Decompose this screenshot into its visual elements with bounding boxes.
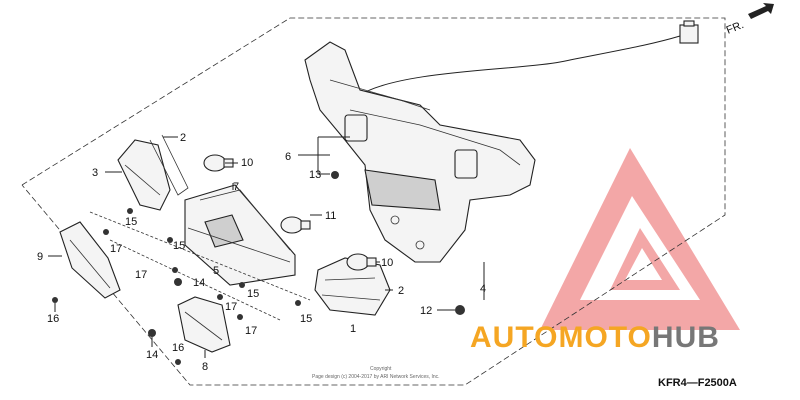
tail-light-lens	[184, 184, 296, 286]
callout-4: 4	[480, 283, 486, 295]
screw-15-icon	[239, 282, 245, 288]
callout-7: 7	[233, 181, 239, 193]
callout-2b: 2	[398, 285, 404, 297]
bulb-10-lower-icon	[346, 253, 377, 271]
assembly-outline	[21, 17, 726, 386]
screw-17-icon	[217, 294, 223, 300]
screw-15-icon	[295, 300, 301, 306]
side-reflector-left	[59, 221, 121, 299]
copyright-line-1: Copyright	[370, 366, 392, 372]
callout-5: 5	[213, 265, 219, 277]
copyright-line-2: Page design (c) 2004-2017 by ARI Network…	[312, 374, 440, 380]
left-turn-signal	[117, 134, 189, 211]
callout-15c: 15	[247, 288, 259, 300]
callout-3: 3	[92, 167, 98, 179]
callout-8: 8	[202, 361, 208, 373]
direction-label: FR.	[725, 19, 746, 37]
fasteners	[52, 171, 465, 365]
leader-lines	[48, 136, 485, 358]
callout-15d: 15	[300, 313, 312, 325]
callout-17a: 17	[110, 243, 122, 255]
callout-17c: 17	[225, 301, 237, 313]
watermark-brand-part2: HUB	[652, 321, 720, 354]
bolt-12-icon	[455, 305, 465, 315]
callout-2a: 2	[180, 132, 186, 144]
rear-reflector	[177, 296, 231, 353]
wire-harness	[359, 20, 699, 96]
screw-16-icon	[52, 297, 58, 303]
callout-9: 9	[37, 251, 43, 263]
watermark-logo	[540, 148, 740, 330]
nut-14-icon	[174, 278, 182, 286]
screw-15-icon	[167, 237, 173, 243]
callout-11: 11	[325, 210, 336, 222]
screw-17-icon	[237, 314, 243, 320]
callout-16b: 16	[172, 342, 184, 354]
rear-fender-bracket	[304, 41, 536, 263]
callout-10a: 10	[241, 157, 253, 169]
callout-6: 6	[285, 151, 291, 163]
callout-14a: 14	[193, 277, 205, 289]
screw-17-icon	[172, 267, 178, 273]
guide-lines	[89, 211, 311, 321]
callout-17b: 17	[135, 269, 147, 281]
nut-14-icon	[148, 329, 156, 337]
screw-17-icon	[103, 229, 109, 235]
screw-16-icon	[175, 359, 181, 365]
bolt-13-icon	[331, 171, 339, 179]
watermark-brand-part1: AUTOMOTO	[470, 321, 652, 354]
watermark-text: AUTOMOTOHUB	[470, 321, 720, 354]
callout-12: 12	[420, 305, 432, 317]
callouts: 1 2 2 3 4 5 6 7 8 9 10 10 11 12 13 14 14…	[37, 132, 486, 373]
screw-15-icon	[127, 208, 133, 214]
front-direction-arrow-icon: FR.	[725, 3, 774, 37]
diagram-code: KFR4—F2500A	[658, 377, 737, 389]
callout-17d: 17	[245, 325, 257, 337]
callout-15a: 15	[125, 216, 137, 228]
callout-13: 13	[309, 169, 321, 181]
connector-icon	[679, 24, 699, 44]
callout-14b: 14	[146, 349, 158, 361]
callout-1: 1	[350, 323, 356, 335]
bulb-11-icon	[280, 216, 311, 234]
callout-15b: 15	[173, 240, 185, 252]
callout-10b: 10	[381, 257, 393, 269]
callout-16a: 16	[47, 313, 59, 325]
